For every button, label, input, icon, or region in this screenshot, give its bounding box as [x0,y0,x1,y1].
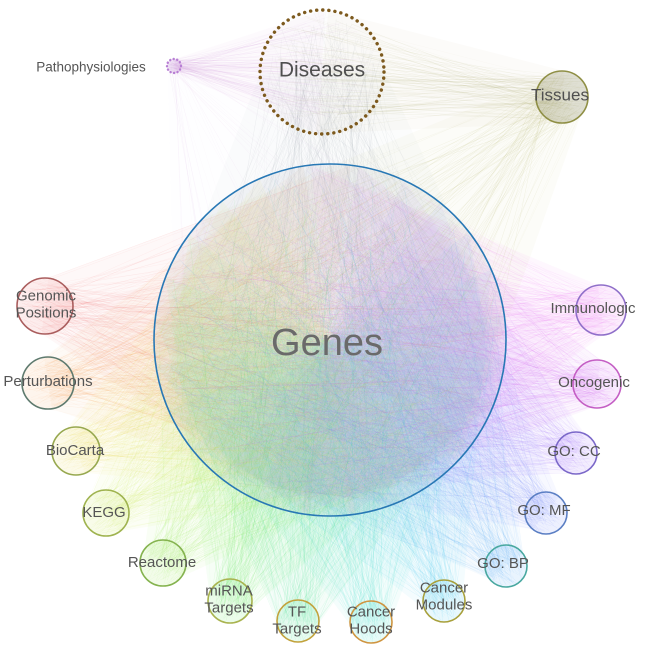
kegg-node[interactable] [82,489,130,537]
edge-bundle-cancer-modules-genes [157,178,495,621]
edge-bundle-perturbations-genes [24,169,502,497]
edge-bundle-pathophysiologies-genes [167,59,495,456]
edge-cones [41,10,604,626]
tf-targets-node[interactable] [276,599,320,643]
pathophysiologies-node[interactable] [165,57,183,75]
immunologic-node[interactable] [575,284,627,336]
edge-bundle-oncogenic-genes [165,170,620,504]
edge-bundle-diseases-tissues [261,15,588,132]
node-circles [16,8,627,644]
oncogenic-node[interactable] [572,359,622,409]
tissues-node[interactable] [535,70,589,124]
mirna-targets-node[interactable] [207,578,253,624]
genes-node[interactable] [153,163,507,517]
go-bp-node[interactable] [484,544,528,588]
cancer-modules-node[interactable] [422,579,466,623]
edge-bundle-immunologic-genes [176,168,625,509]
edge-bundle-cancer-hoods-genes [173,178,500,643]
edge-bundle-kegg-genes [83,171,496,536]
go-mf-node[interactable] [524,491,568,535]
perturbations-node[interactable] [21,356,75,410]
edge-bundle-reactome-genes [141,177,491,586]
reactome-node[interactable] [139,539,187,587]
genomic-positions-node[interactable] [16,277,74,335]
edge-bundle-genomic-positions-genes [18,170,494,502]
edge-bundle-tf-targets-genes [166,189,495,642]
edge-bundle-go-cc-genes [175,170,597,501]
edge-bundle-go-mf-genes [163,175,567,533]
edge-bundle-go-bp-genes [163,172,526,586]
go-cc-node[interactable] [554,431,598,475]
cancer-hoods-node[interactable] [349,600,393,644]
biocarta-node[interactable] [51,426,101,476]
edge-bundle-tissues-genes [165,71,588,512]
edge-bundle-mirna-targets-genes [167,185,488,621]
edge-bundle-biocarta-genes [52,175,502,502]
diseases-node[interactable] [258,8,386,136]
